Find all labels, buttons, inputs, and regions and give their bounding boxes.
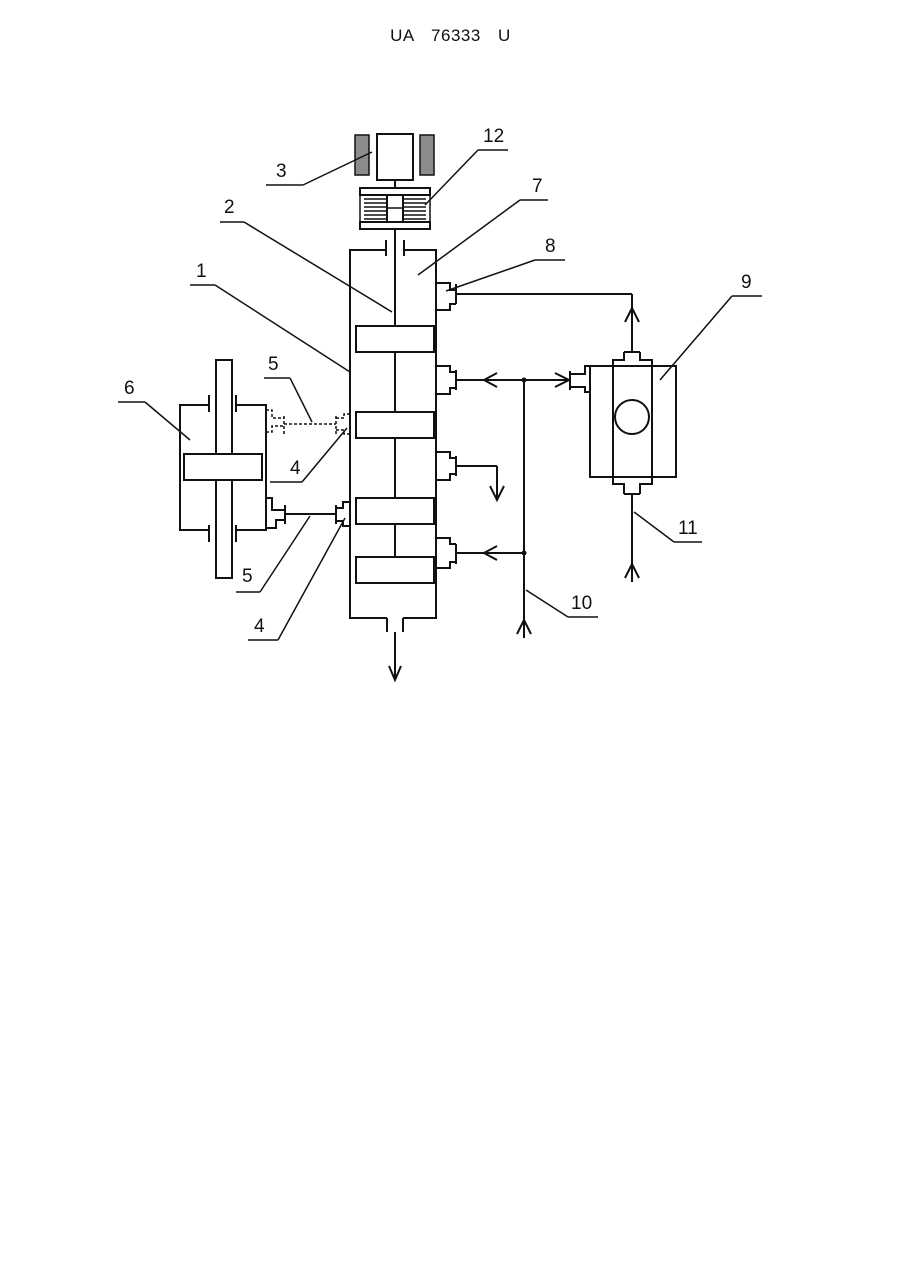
apparatus-9 xyxy=(570,352,676,582)
label-10: 10 xyxy=(571,593,592,614)
label-7: 7 xyxy=(532,176,543,197)
magnetic-coupling xyxy=(360,188,430,248)
motor-body xyxy=(377,134,413,180)
main-column xyxy=(350,240,436,680)
rotor-2 xyxy=(356,412,434,438)
separator-6 xyxy=(180,360,350,578)
label-1: 1 xyxy=(196,261,207,282)
label-8: 8 xyxy=(545,236,556,257)
label-9: 9 xyxy=(741,272,752,293)
label-3: 3 xyxy=(276,161,287,182)
label-4-upper: 4 xyxy=(290,458,301,479)
label-11: 11 xyxy=(678,518,698,539)
label-4-lower: 4 xyxy=(254,616,265,637)
separator-rotor xyxy=(184,454,262,480)
label-5-lower: 5 xyxy=(242,566,253,587)
rotor-3 xyxy=(356,498,434,524)
motor-assembly xyxy=(355,134,434,190)
label-5-upper: 5 xyxy=(268,354,279,375)
column-nozzles xyxy=(436,283,639,638)
label-12: 12 xyxy=(483,126,504,147)
label-2: 2 xyxy=(224,197,235,218)
rotor-4 xyxy=(356,557,434,583)
rotor-1 xyxy=(356,326,434,352)
label-6: 6 xyxy=(124,378,135,399)
magnet-right xyxy=(420,135,434,175)
